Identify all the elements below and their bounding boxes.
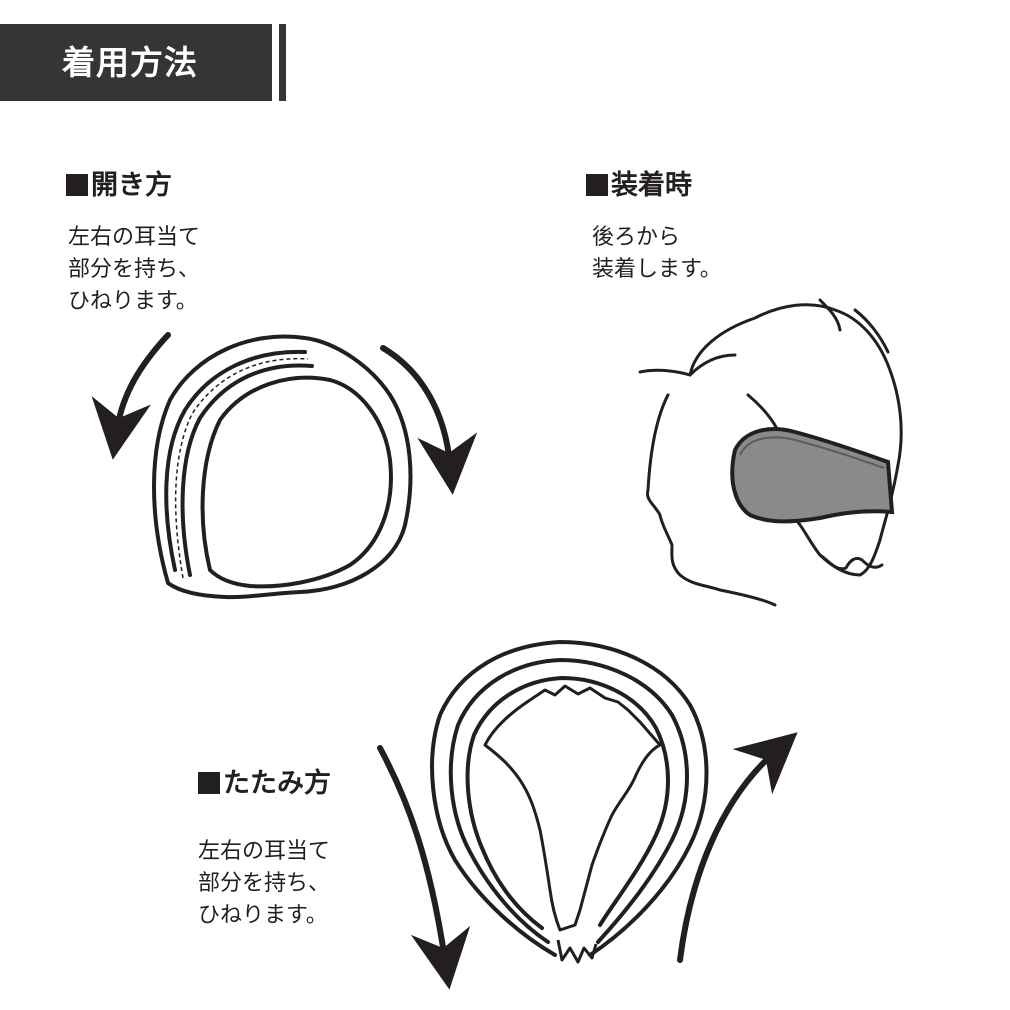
wear-line-1: 後ろから bbox=[592, 225, 681, 250]
open-line-1: 左右の耳当て bbox=[68, 225, 201, 250]
folded-band-outer bbox=[430, 640, 709, 957]
wear-title-text: 装着時 bbox=[611, 170, 692, 201]
wear-section-title: 装着時 bbox=[586, 170, 692, 202]
open-section-title: 開き方 bbox=[66, 170, 172, 202]
earmuff-pad bbox=[730, 427, 895, 524]
bullet-square-icon bbox=[198, 772, 220, 794]
face-profile bbox=[645, 393, 777, 607]
fold-instructions: 左右の耳当て 部分を持ち、 ひねります。 bbox=[198, 836, 330, 932]
header-bar: 着用方法 bbox=[0, 24, 272, 101]
open-instructions: 左右の耳当て 部分を持ち、 ひねります。 bbox=[68, 222, 200, 318]
fold-down-arrow-icon bbox=[377, 745, 471, 990]
hair-outline bbox=[638, 303, 903, 577]
open-line-3: ひねります。 bbox=[68, 289, 198, 314]
earmuff-outer-band bbox=[152, 334, 413, 600]
fold-title-text: たたみ方 bbox=[223, 768, 331, 799]
bullet-square-icon bbox=[66, 174, 88, 196]
open-line-2: 部分を持ち、 bbox=[68, 257, 201, 282]
fold-up-arrow-icon bbox=[677, 732, 798, 963]
wear-instructions: 後ろから 装着します。 bbox=[592, 222, 722, 286]
open-title-text: 開き方 bbox=[91, 170, 172, 201]
rotate-right-arrow-icon bbox=[380, 345, 478, 495]
fold-line-1: 左右の耳当て bbox=[198, 839, 331, 864]
page-title: 着用方法 bbox=[62, 43, 198, 82]
earmuff-inner-ring bbox=[200, 375, 393, 589]
fur-lining bbox=[483, 684, 662, 932]
rotate-left-arrow-icon bbox=[91, 332, 171, 460]
bullet-square-icon bbox=[586, 174, 608, 196]
fold-line-3: ひねります。 bbox=[198, 903, 328, 928]
wear-line-2: 装着します。 bbox=[592, 257, 722, 282]
fold-line-2: 部分を持ち、 bbox=[198, 871, 331, 896]
header-accent-bar bbox=[279, 24, 286, 101]
fold-section-title: たたみ方 bbox=[198, 768, 331, 800]
